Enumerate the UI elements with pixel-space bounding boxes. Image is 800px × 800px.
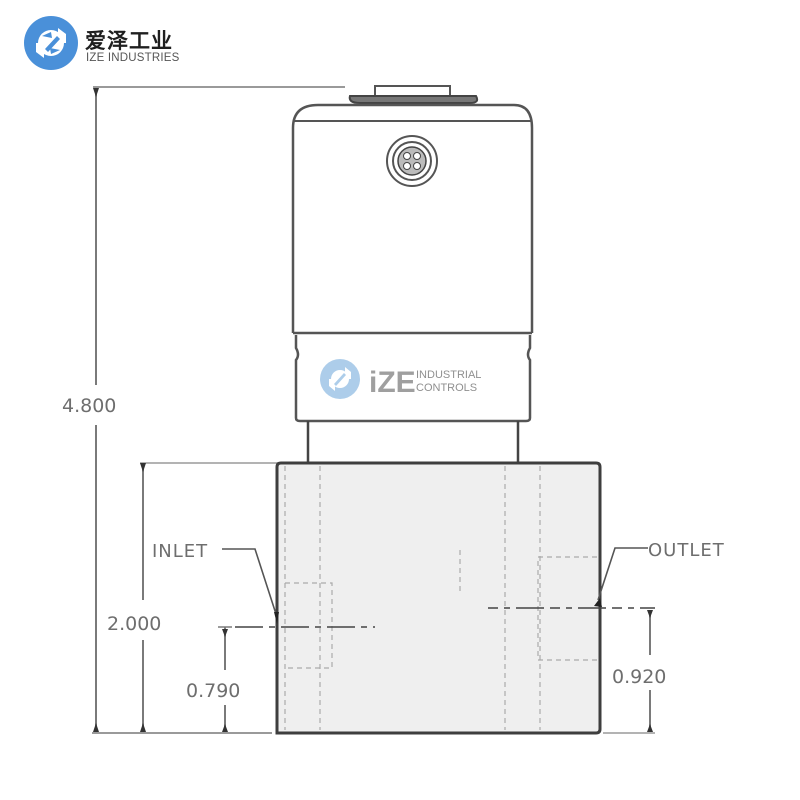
dimension-body-height-value: 2.000 [107,613,161,635]
actuator-housing [291,103,534,335]
valve-body [235,461,655,735]
watermark-line1: INDUSTRIAL [416,369,481,381]
watermark-mark: iZE [369,366,416,399]
dimension-outlet-height: 0.920 [603,610,666,734]
outlet-callout: OUTLET [594,540,725,607]
electrical-connector-icon [386,135,438,187]
watermark-logo-icon [320,359,360,399]
dimension-outlet-height-value: 0.920 [612,666,666,688]
brand-logo: 爱泽工业 IZE INDUSTRIES [22,14,202,76]
brand-name-en: IZE INDUSTRIES [86,52,180,64]
watermark: iZE INDUSTRIAL CONTROLS [320,359,481,399]
dimension-inlet-height-value: 0.790 [186,680,240,702]
inlet-label: INLET [152,541,208,562]
watermark-line2: CONTROLS [416,382,477,394]
coil-band [294,335,532,423]
valve-stem [306,421,520,463]
dimension-inlet-height: 0.790 [186,626,240,732]
actuator-cap [348,85,479,104]
outlet-label: OUTLET [648,540,725,561]
brand-name-cn: 爱泽工业 [85,29,173,53]
dimension-overall-height-value: 4.800 [62,395,116,417]
dimension-body-height: 2.000 [107,463,161,732]
ize-logo-icon [24,16,78,70]
dimension-overall-height: 4.800 [62,88,116,732]
inlet-callout: INLET [152,541,279,624]
